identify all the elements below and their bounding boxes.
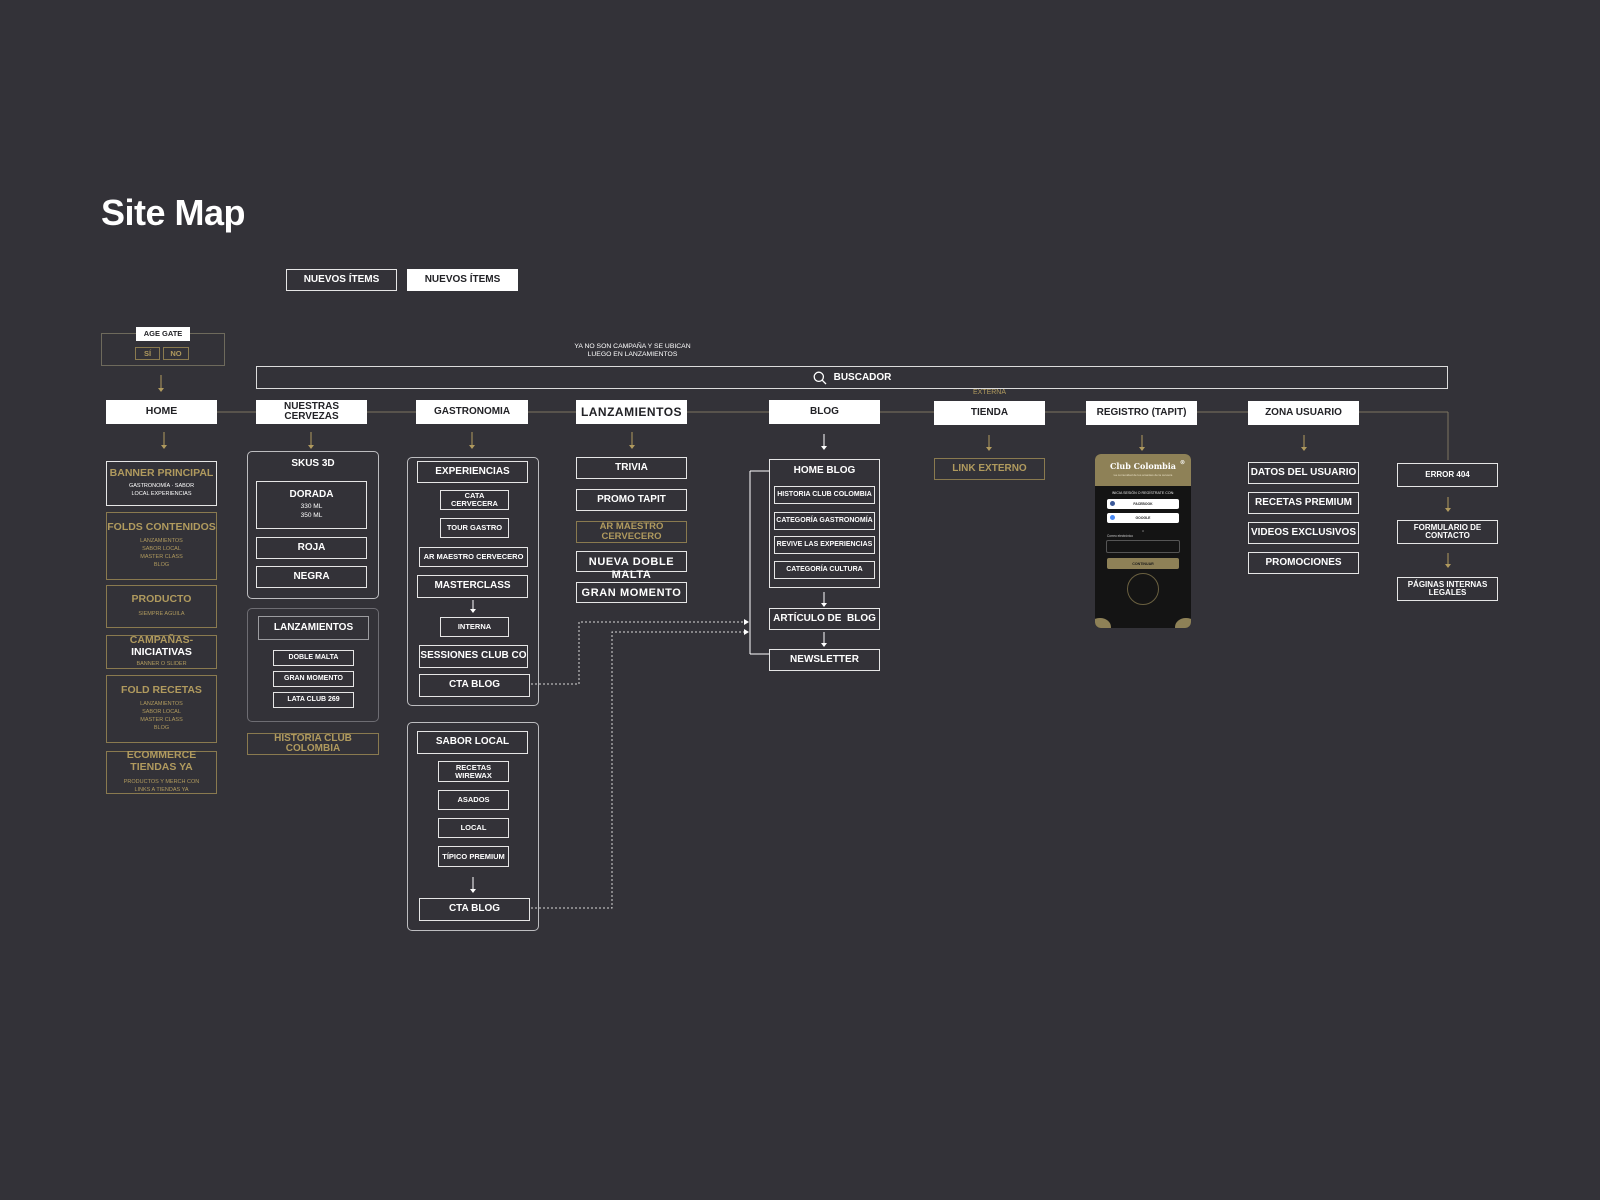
search-icon (813, 371, 827, 384)
google-login-button[interactable]: GOOGLE (1107, 513, 1179, 523)
paginas-internas-legales[interactable]: PÁGINAS INTERNAS LEGALES (1397, 577, 1498, 601)
cervezas-lanzamientos[interactable]: LANZAMIENTOS (258, 616, 369, 640)
blog-articulo[interactable]: ARTÍCULO DE BLOG (769, 608, 880, 630)
blog-home-title[interactable]: HOME BLOG (793, 465, 856, 476)
search-bar[interactable]: BUSCADOR (256, 366, 1448, 389)
gastro-cta-blog-1[interactable]: CTA BLOG (419, 674, 530, 697)
email-field[interactable] (1106, 540, 1180, 553)
nav-registro-tapit[interactable]: REGISTRO (TAPIT) (1086, 401, 1197, 425)
registro-screen-mockup: Club Colombia La comunidad de los amante… (1095, 454, 1191, 628)
nav-lanzamientos[interactable]: LANZAMIENTOS (576, 400, 687, 424)
sabor-local-group (407, 722, 539, 931)
producto-subtitle: SIEMPRE AGUILA (138, 610, 185, 617)
lanz-promo-tapit[interactable]: PROMO TAPIT (576, 489, 687, 511)
zona-datos-usuario[interactable]: DATOS DEL USUARIO (1248, 462, 1359, 484)
blog-category-2[interactable]: CATEGORÍA GASTRONOMÍA (774, 512, 875, 530)
recetas-title: FOLD RECETAS (121, 683, 202, 696)
blog-category-1[interactable]: HISTORIA CLUB COLOMBIA (774, 486, 875, 504)
nav-gastronomia[interactable]: GASTRONOMIA (416, 400, 528, 424)
home-blog-group (769, 459, 880, 588)
skus-title: SKUS 3D (291, 458, 335, 469)
home-producto[interactable]: PRODUCTO SIEMPRE AGUILA (106, 585, 217, 628)
gastro-sessiones[interactable]: SESSIONES CLUB CO (419, 645, 528, 668)
lanz-gran-momento[interactable]: GRAN MOMENTO (576, 582, 687, 603)
nav-nuestras-cervezas[interactable]: NUESTRAS CERVEZAS (256, 400, 367, 424)
zona-promociones[interactable]: PROMOCIONES (1248, 552, 1359, 574)
legend-new-items-outline: NUEVOS ÍTEMS (286, 269, 397, 291)
continuar-button[interactable]: CONTINUAR (1107, 558, 1179, 569)
experiencias-group (407, 457, 539, 706)
zona-recetas-premium[interactable]: RECETAS PREMIUM (1248, 492, 1359, 514)
skus-group (247, 451, 379, 599)
error-404[interactable]: ERROR 404 (1397, 463, 1498, 487)
blog-category-4[interactable]: CATEGORÍA CULTURA (774, 561, 875, 579)
gastro-experiencias[interactable]: EXPERIENCIAS (417, 461, 528, 483)
nav-home[interactable]: HOME (106, 400, 217, 424)
sabor-item-2[interactable]: ASADOS (438, 790, 509, 810)
ecommerce-subtitle: PRODUCTOS Y MERCH CON LINKS A TIENDAS YA (123, 778, 200, 793)
gastro-sabor-local[interactable]: SABOR LOCAL (417, 731, 528, 754)
sku-negra[interactable]: NEGRA (256, 566, 367, 588)
page-title: Site Map (101, 192, 246, 233)
formulario-contacto[interactable]: FORMULARIO DE CONTACTO (1397, 520, 1498, 544)
gastro-ar-maestro[interactable]: AR MAESTRO CERVECERO (419, 547, 528, 567)
legend-new-items-filled: NUEVOS ÍTEMS (407, 269, 518, 291)
club-colombia-logo: Club Colombia (1110, 461, 1176, 471)
ecommerce-title: ECOMMERCE TIENDAS YA (126, 749, 197, 774)
gastro-tour-gastro[interactable]: TOUR GASTRO (440, 518, 509, 538)
search-label: BUSCADOR (833, 372, 892, 383)
producto-title: PRODUCTO (131, 593, 192, 606)
historia-club-colombia[interactable]: HISTORIA CLUB COLOMBIA (247, 733, 379, 755)
gastro-masterclass[interactable]: MASTERCLASS (417, 575, 528, 598)
facebook-login-button[interactable]: FACEBOOK (1107, 499, 1179, 509)
tienda-link-externo[interactable]: LINK EXTERNO (934, 458, 1045, 480)
cervezas-lanz-item-3[interactable]: LATA CLUB 269 (273, 692, 354, 708)
cervezas-lanz-item-2[interactable]: GRAN MOMENTO (273, 671, 354, 687)
gastro-cta-blog-2[interactable]: CTA BLOG (419, 898, 530, 921)
banner-title: BANNER PRINCIPAL (109, 467, 214, 480)
gastro-interna[interactable]: INTERNA (440, 617, 509, 637)
home-ecommerce[interactable]: ECOMMERCE TIENDAS YA PRODUCTOS Y MERCH C… (106, 749, 217, 794)
nav-tienda[interactable]: TIENDA (934, 401, 1045, 425)
campanas-subtitle: BANNER O SLIDER (136, 661, 187, 668)
lanz-nueva-doble-malta[interactable]: NUEVA DOBLE MALTA (576, 551, 687, 581)
emblem-icon (1127, 573, 1159, 605)
cervezas-lanzamientos-group (247, 608, 379, 722)
age-gate-no-button[interactable]: NO (163, 347, 189, 360)
lanz-trivia[interactable]: TRIVIA (576, 457, 687, 479)
sabor-item-4[interactable]: TÍPICO PREMIUM (438, 846, 509, 867)
nav-blog[interactable]: BLOG (769, 400, 880, 424)
sku-roja[interactable]: ROJA (256, 537, 367, 559)
campanas-title: CAMPAÑAS- INICIATIVAS (129, 633, 194, 658)
age-gate-label: AGE GATE (136, 327, 190, 341)
blog-newsletter[interactable]: NEWSLETTER (769, 649, 880, 671)
migration-note: YA NO SON CAMPAÑA Y SE UBICAN LUEGO EN L… (574, 343, 691, 359)
close-icon: ⊗ (1179, 460, 1185, 466)
nav-zona-usuario[interactable]: ZONA USUARIO (1248, 401, 1359, 425)
banner-subtitle: GASTRONOMÍA · SABOR LOCAL EXPERIENCIAS (128, 482, 195, 497)
gastro-cata-cervecera[interactable]: CATA CERVECERA (440, 490, 509, 510)
folds-title: FOLDS CONTENIDOS (107, 520, 216, 533)
age-gate-yes-button[interactable]: SÍ (135, 347, 160, 360)
home-campanas-iniciativas[interactable]: CAMPAÑAS- INICIATIVAS BANNER O SLIDER (106, 633, 217, 669)
cervezas-lanz-item-1[interactable]: DOBLE MALTA (273, 650, 354, 666)
zona-videos-exclusivos[interactable]: VIDEOS EXCLUSIVOS (1248, 522, 1359, 544)
home-banner-principal[interactable]: BANNER PRINCIPAL GASTRONOMÍA · SABOR LOC… (106, 461, 217, 506)
tienda-external-tag: EXTERNA (972, 389, 1007, 396)
sabor-item-1[interactable]: RECETAS WIREWAX (438, 761, 509, 782)
lanz-ar-maestro[interactable]: AR MAESTRO CERVECERO (576, 521, 687, 543)
blog-category-3[interactable]: REVIVE LAS EXPERIENCIAS (774, 536, 875, 554)
sabor-item-3[interactable]: LOCAL (438, 818, 509, 838)
